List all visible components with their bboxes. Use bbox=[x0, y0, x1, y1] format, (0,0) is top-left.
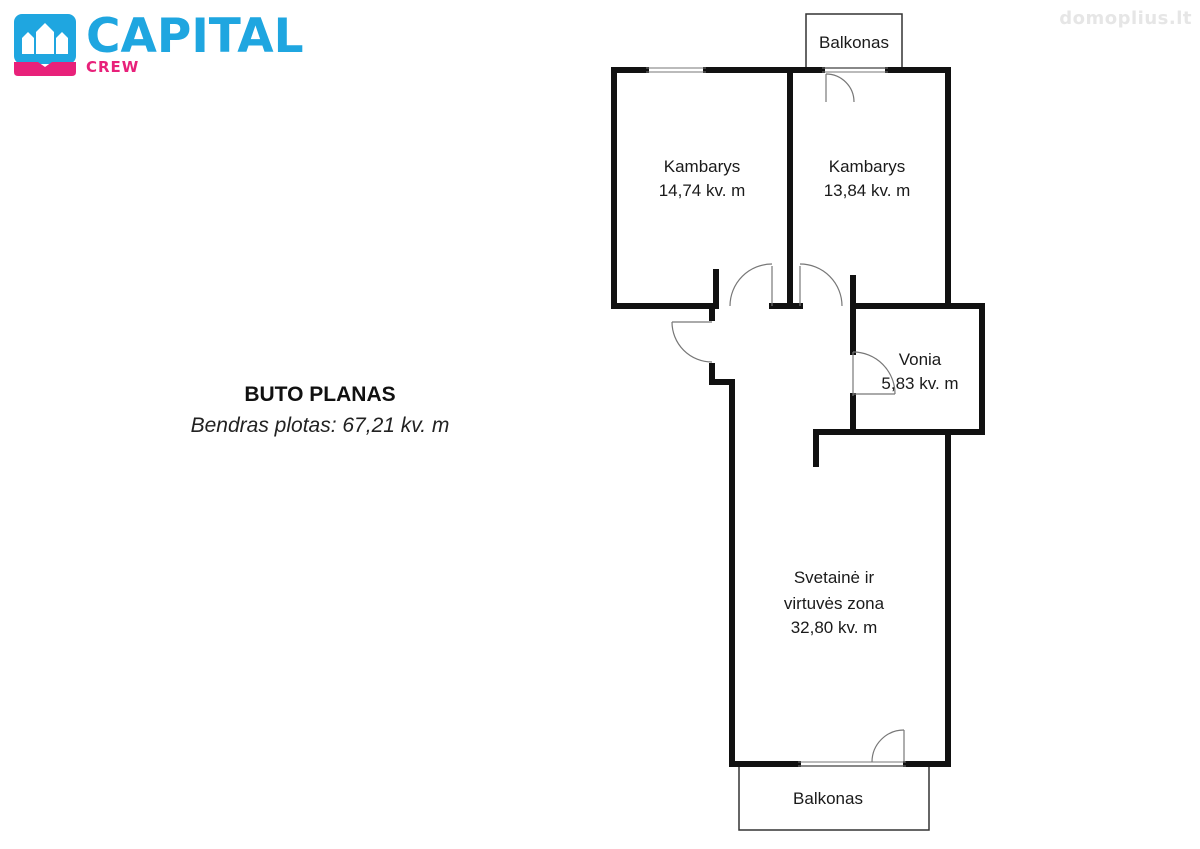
bath-name: Vonia bbox=[899, 350, 942, 369]
capital-crew-logo: CAPITAL CREW bbox=[14, 12, 304, 78]
plan-title: BUTO PLANAS bbox=[244, 383, 396, 406]
walls bbox=[611, 67, 985, 767]
doors bbox=[671, 73, 905, 763]
plan-total-area: Bendras plotas: 67,21 kv. m bbox=[190, 414, 450, 437]
living-name-line1: Svetainė ir bbox=[794, 568, 875, 587]
windows bbox=[646, 67, 906, 767]
bath-area: 5,83 kv. m bbox=[881, 374, 958, 393]
logo-subtitle: CREW bbox=[86, 58, 140, 76]
watermark: domoplius.lt bbox=[1059, 8, 1192, 29]
room2-area: 13,84 kv. m bbox=[824, 181, 911, 200]
logo-wordmark: CAPITAL bbox=[86, 9, 304, 64]
room1-name: Kambarys bbox=[664, 157, 741, 176]
house-logo-icon bbox=[14, 14, 76, 76]
room2-name: Kambarys bbox=[829, 157, 906, 176]
living-area: 32,80 kv. m bbox=[791, 618, 878, 637]
room1-area: 14,74 kv. m bbox=[659, 181, 746, 200]
living-name-line2: virtuvės zona bbox=[784, 594, 885, 613]
balcony-bottom-label: Balkonas bbox=[793, 789, 863, 808]
balcony-top-label: Balkonas bbox=[819, 33, 889, 52]
